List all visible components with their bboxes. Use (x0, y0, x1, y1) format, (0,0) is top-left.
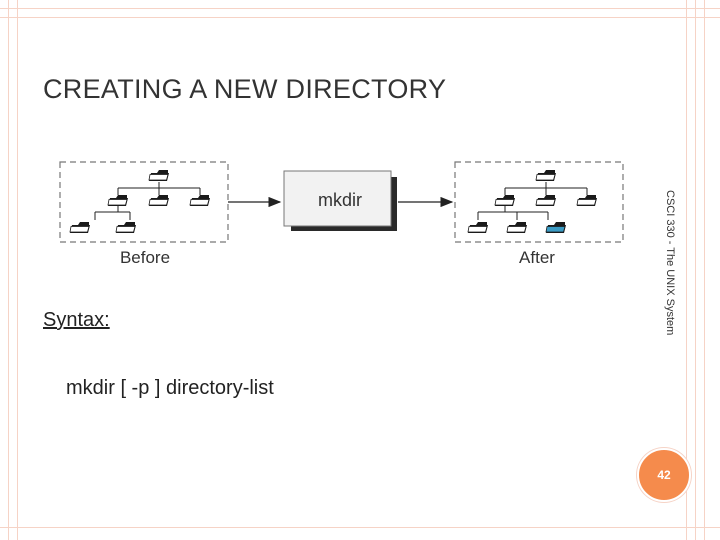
course-side-label: CSCI 330 - The UNIX System (664, 190, 676, 336)
slide-frame-right (686, 0, 696, 540)
syntax-label: Syntax: (43, 309, 110, 331)
before-tree (59, 161, 229, 243)
slide-frame-right-outer (704, 0, 705, 540)
mkdir-box-label: mkdir (318, 190, 362, 210)
slide-title: CREATING A NEW DIRECTORY (43, 74, 447, 104)
before-label: Before (120, 248, 170, 267)
after-label: After (519, 248, 555, 267)
slide-frame-bottom (0, 527, 720, 528)
mkdir-command-box: mkdir (283, 170, 397, 231)
new-directory-folder (545, 221, 567, 234)
slide-frame-left (8, 0, 18, 540)
page-number-badge: 42 (637, 448, 691, 502)
slide-frame-top (0, 8, 720, 18)
command-syntax: mkdir [ -p ] directory-list (66, 377, 274, 399)
after-tree (454, 161, 624, 243)
